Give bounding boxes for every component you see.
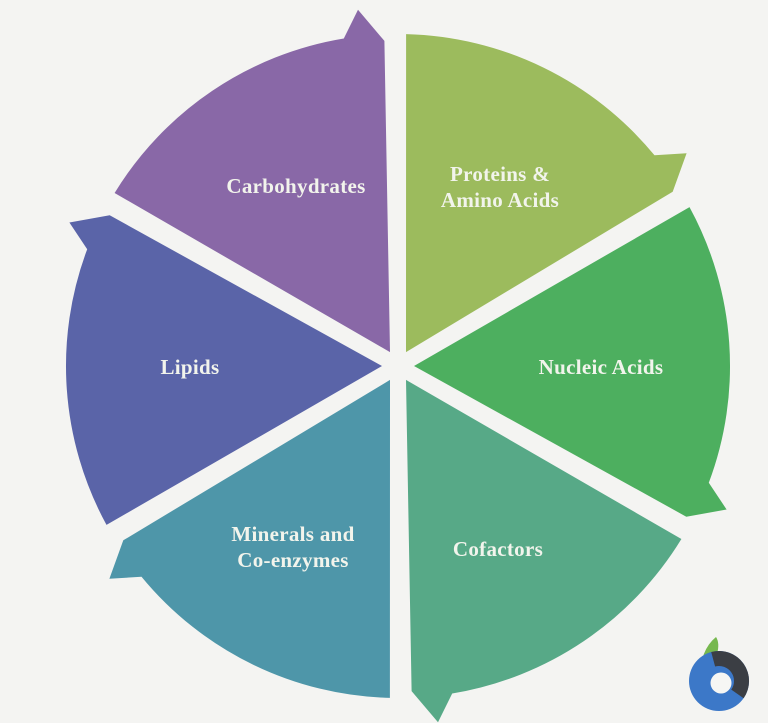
logo-swirl-icon	[711, 650, 750, 699]
segment-nucleic-acids	[414, 207, 731, 517]
segment-proteins-amino-acids	[406, 34, 687, 353]
segment-lipids	[65, 215, 382, 525]
segment-carbohydrates	[114, 9, 390, 353]
wheel-segments	[65, 9, 731, 723]
segment-cofactors	[406, 379, 682, 723]
segment-minerals-and-co-enzymes	[109, 379, 391, 698]
logo-hole	[710, 672, 732, 694]
